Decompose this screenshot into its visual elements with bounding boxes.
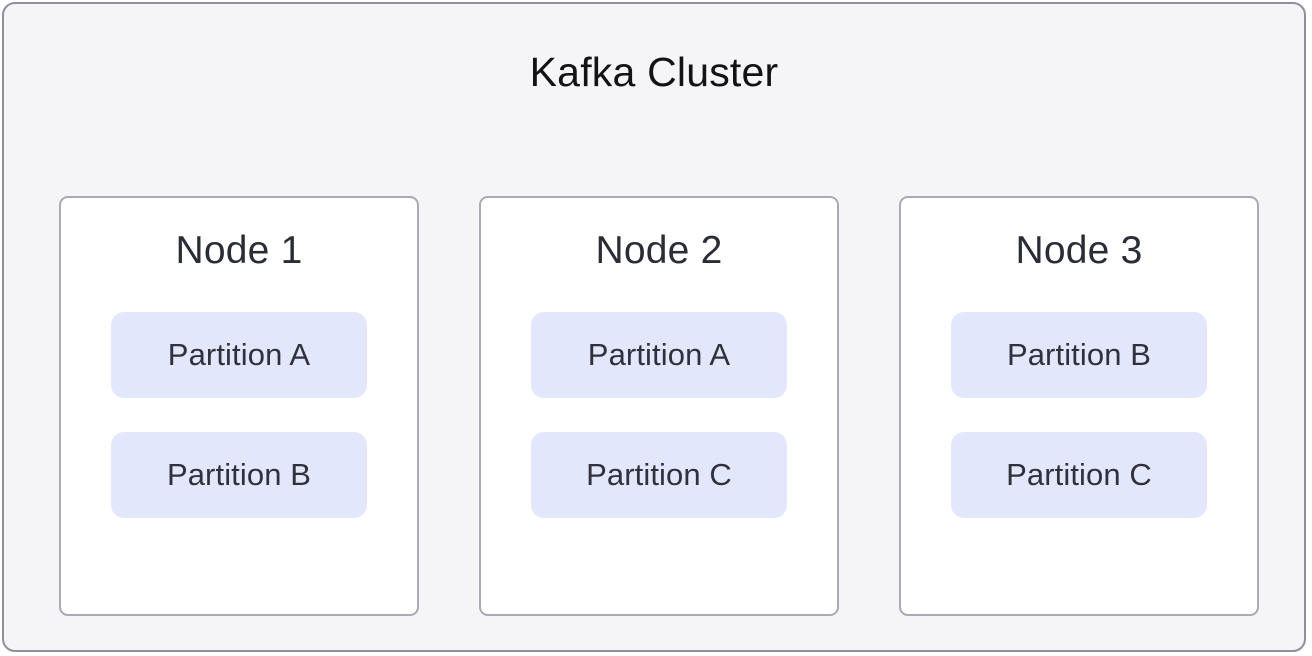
partition-list-node-2: Partition A Partition C bbox=[481, 312, 837, 518]
cluster-title: Kafka Cluster bbox=[529, 49, 779, 95]
node-card-1[interactable]: Node 1 Partition A Partition B bbox=[59, 196, 419, 616]
node-card-3[interactable]: Node 3 Partition B Partition C bbox=[899, 196, 1259, 616]
node-card-2[interactable]: Node 2 Partition A Partition C bbox=[479, 196, 839, 616]
partition-pill[interactable]: Partition B bbox=[111, 432, 367, 518]
partition-pill[interactable]: Partition A bbox=[531, 312, 787, 398]
partition-list-node-3: Partition B Partition C bbox=[901, 312, 1257, 518]
partition-pill[interactable]: Partition B bbox=[951, 312, 1207, 398]
node-title-3: Node 3 bbox=[1015, 229, 1143, 272]
partition-list-node-1: Partition A Partition B bbox=[61, 312, 417, 518]
partition-pill[interactable]: Partition A bbox=[111, 312, 367, 398]
node-list: Node 1 Partition A Partition B Node 2 Pa… bbox=[59, 196, 1259, 616]
node-title-2: Node 2 bbox=[595, 229, 723, 272]
node-title-1: Node 1 bbox=[175, 229, 303, 272]
partition-pill[interactable]: Partition C bbox=[951, 432, 1207, 518]
partition-pill[interactable]: Partition C bbox=[531, 432, 787, 518]
